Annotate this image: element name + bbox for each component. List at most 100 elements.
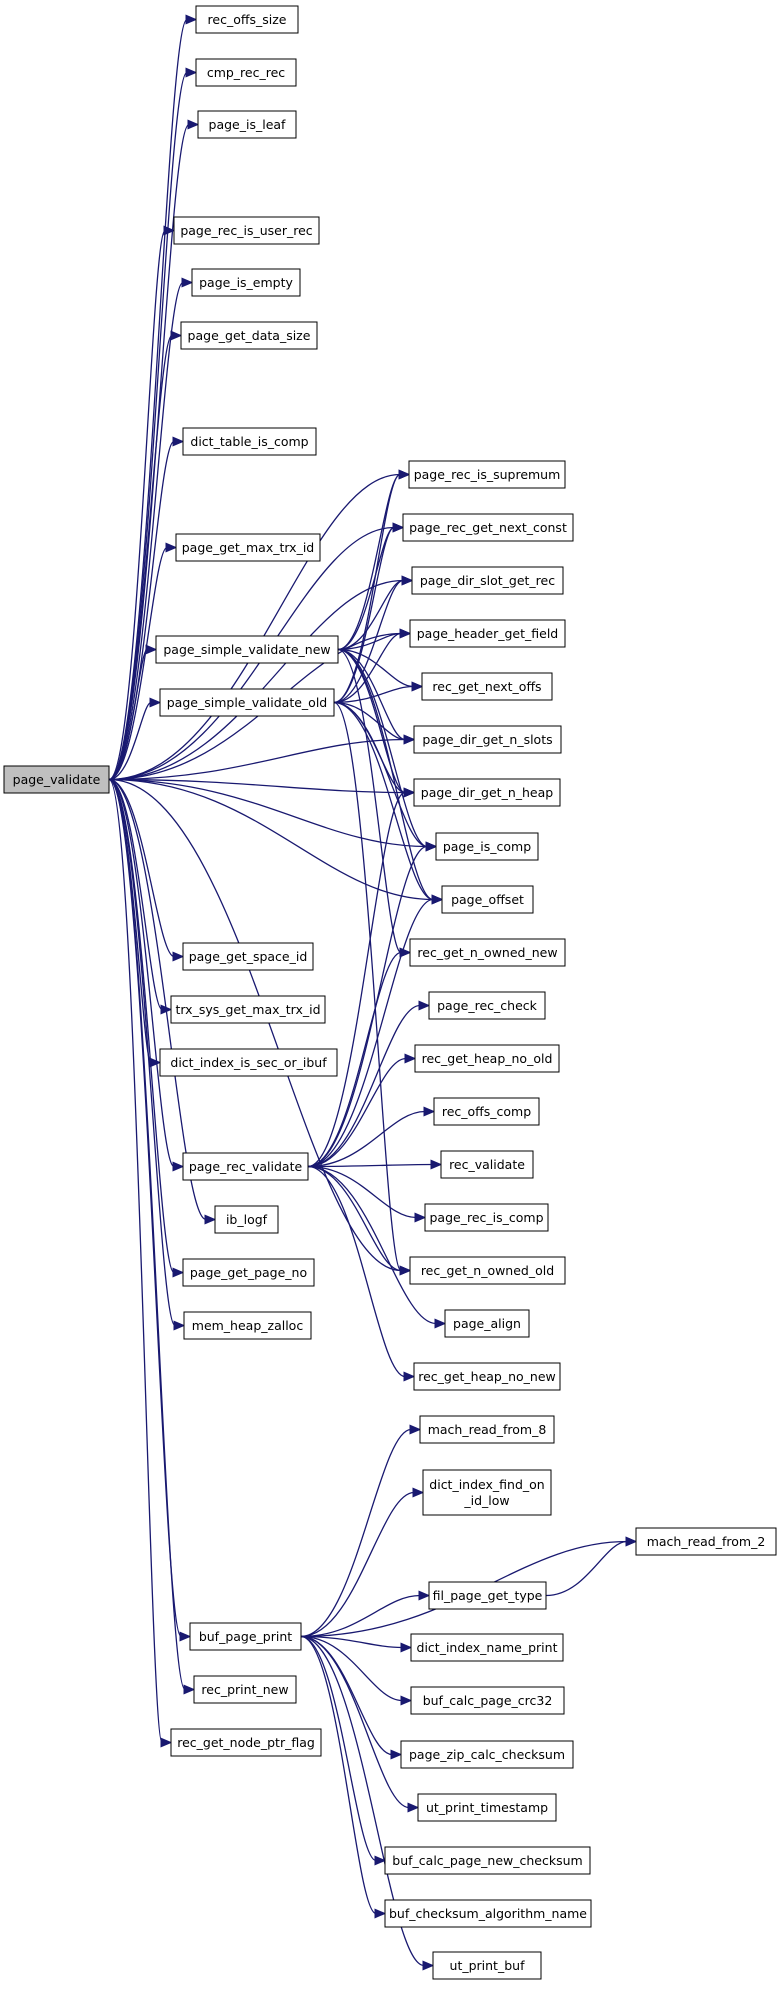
edge-page_simple_validate_old-to-rec_get_n_owned_old bbox=[333, 701, 402, 1272]
node-page_simple_validate_old[interactable]: page_simple_validate_old bbox=[159, 688, 335, 717]
node-label: page_get_data_size bbox=[188, 328, 311, 343]
node-page_validate[interactable]: page_validate bbox=[3, 765, 110, 794]
arrowhead-rec_get_next_offs bbox=[411, 681, 424, 692]
node-box bbox=[422, 1469, 552, 1516]
edge-page_simple_validate_new-to-page_dir_slot_get_rec bbox=[337, 579, 404, 651]
node-page_get_max_trx_id[interactable]: page_get_max_trx_id bbox=[175, 533, 321, 562]
node-page_rec_is_comp[interactable]: page_rec_is_comp bbox=[424, 1203, 549, 1232]
arrowhead-page_rec_validate bbox=[172, 1161, 185, 1172]
node-page_dir_get_n_slots[interactable]: page_dir_get_n_slots bbox=[413, 725, 562, 754]
node-page_header_get_field[interactable]: page_header_get_field bbox=[409, 619, 566, 648]
arrowhead-buf_calc_page_new_checksum bbox=[374, 1855, 387, 1866]
node-box bbox=[433, 1097, 540, 1126]
node-label: page_dir_slot_get_rec bbox=[420, 573, 555, 588]
arrowhead-page_is_leaf bbox=[187, 119, 200, 130]
node-label: dict_index_is_sec_or_ibuf bbox=[170, 1055, 327, 1070]
node-rec_print_new[interactable]: rec_print_new bbox=[193, 1675, 297, 1704]
node-trx_sys_get_max_trx_id[interactable]: trx_sys_get_max_trx_id bbox=[170, 995, 326, 1024]
node-fil_page_get_type[interactable]: fil_page_get_type bbox=[428, 1581, 547, 1610]
edge-page_rec_validate-to-page_dir_get_n_heap bbox=[307, 791, 406, 1168]
arrowhead-page_dir_get_n_slots bbox=[403, 734, 416, 745]
node-page_is_comp[interactable]: page_is_comp bbox=[435, 832, 539, 861]
node-label: page_get_page_no bbox=[190, 1265, 307, 1280]
node-dict_table_is_comp[interactable]: dict_table_is_comp bbox=[182, 427, 317, 456]
node-buf_page_print[interactable]: buf_page_print bbox=[189, 1622, 302, 1651]
node-box bbox=[441, 885, 534, 914]
edge-page_rec_validate-to-page_align bbox=[307, 1165, 437, 1325]
arrowhead-rec_get_n_owned_old bbox=[399, 1265, 412, 1276]
node-page_get_space_id[interactable]: page_get_space_id bbox=[182, 942, 314, 971]
edge-buf_page_print-to-dict_index_name_print bbox=[300, 1635, 403, 1649]
node-box bbox=[182, 427, 317, 456]
node-label: page_rec_is_supremum bbox=[414, 467, 561, 482]
node-page_is_empty[interactable]: page_is_empty bbox=[191, 268, 301, 297]
node-label: buf_calc_page_crc32 bbox=[423, 1693, 553, 1708]
node-page_rec_is_user_rec[interactable]: page_rec_is_user_rec bbox=[173, 216, 320, 245]
node-box bbox=[197, 110, 297, 139]
node-box bbox=[214, 1205, 279, 1234]
node-label: rec_get_heap_no_new bbox=[418, 1369, 556, 1384]
node-page_get_page_no[interactable]: page_get_page_no bbox=[182, 1258, 315, 1287]
edge-page_validate-to-page_get_space_id bbox=[108, 778, 175, 958]
node-box bbox=[414, 1044, 560, 1073]
node-page_rec_validate[interactable]: page_rec_validate bbox=[182, 1152, 309, 1181]
node-page_dir_slot_get_rec[interactable]: page_dir_slot_get_rec bbox=[411, 566, 564, 595]
node-buf_calc_page_new_checksum[interactable]: buf_calc_page_new_checksum bbox=[384, 1846, 591, 1875]
node-label: page_rec_validate bbox=[189, 1159, 303, 1174]
node-ut_print_buf[interactable]: ut_print_buf bbox=[432, 1951, 542, 1980]
arrowhead-rec_get_heap_no_old bbox=[404, 1053, 417, 1064]
edge-page_simple_validate_new-to-rec_get_n_owned_new bbox=[337, 648, 402, 954]
node-box bbox=[413, 778, 561, 807]
node-box bbox=[424, 1203, 549, 1232]
node-mach_read_from_2[interactable]: mach_read_from_2 bbox=[635, 1527, 777, 1556]
node-label: rec_validate bbox=[449, 1157, 525, 1172]
node-dict_index_find_on_id_low[interactable]: dict_index_find_on_id_low bbox=[422, 1469, 552, 1516]
node-page_rec_get_next_const[interactable]: page_rec_get_next_const bbox=[402, 513, 574, 542]
node-box bbox=[435, 832, 539, 861]
node-cmp_rec_rec[interactable]: cmp_rec_rec bbox=[195, 58, 297, 87]
node-rec_validate[interactable]: rec_validate bbox=[440, 1150, 534, 1179]
node-mach_read_from_8[interactable]: mach_read_from_8 bbox=[419, 1415, 555, 1444]
node-label: mach_read_from_8 bbox=[428, 1422, 547, 1437]
node-page_align[interactable]: page_align bbox=[444, 1309, 530, 1338]
node-page_offset[interactable]: page_offset bbox=[441, 885, 534, 914]
node-label: buf_calc_page_new_checksum bbox=[392, 1853, 582, 1868]
node-ib_logf[interactable]: ib_logf bbox=[214, 1205, 279, 1234]
arrowhead-buf_checksum_algorithm_name bbox=[374, 1908, 387, 1919]
node-ut_print_timestamp[interactable]: ut_print_timestamp bbox=[417, 1793, 557, 1822]
arrowhead-rec_validate bbox=[430, 1159, 443, 1170]
node-rec_get_heap_no_new[interactable]: rec_get_heap_no_new bbox=[413, 1362, 561, 1391]
node-page_get_data_size[interactable]: page_get_data_size bbox=[180, 321, 318, 350]
node-rec_get_heap_no_old[interactable]: rec_get_heap_no_old bbox=[414, 1044, 560, 1073]
edge-page_validate-to-page_rec_validate bbox=[108, 778, 175, 1168]
node-dict_index_is_sec_or_ibuf[interactable]: dict_index_is_sec_or_ibuf bbox=[159, 1048, 338, 1077]
edge-page_rec_validate-to-page_rec_check bbox=[307, 1004, 421, 1168]
node-box bbox=[428, 991, 546, 1020]
node-page_zip_calc_checksum[interactable]: page_zip_calc_checksum bbox=[400, 1740, 574, 1769]
node-rec_offs_size[interactable]: rec_offs_size bbox=[195, 5, 299, 34]
edge-page_validate-to-rec_print_new bbox=[108, 778, 186, 1691]
edge-page_validate-to-page_dir_get_n_slots bbox=[108, 738, 406, 781]
node-box bbox=[410, 1686, 565, 1715]
node-page_rec_is_supremum[interactable]: page_rec_is_supremum bbox=[408, 460, 566, 489]
node-rec_offs_comp[interactable]: rec_offs_comp bbox=[433, 1097, 540, 1126]
edge-fil_page_get_type-to-mach_read_from_2 bbox=[545, 1540, 628, 1597]
node-buf_checksum_algorithm_name[interactable]: buf_checksum_algorithm_name bbox=[384, 1899, 592, 1928]
node-box bbox=[173, 216, 320, 245]
node-page_simple_validate_new[interactable]: page_simple_validate_new bbox=[155, 635, 339, 664]
node-page_is_leaf[interactable]: page_is_leaf bbox=[197, 110, 297, 139]
edge-page_validate-to-page_dir_get_n_heap bbox=[108, 778, 406, 794]
edge-page_validate-to-page_rec_is_supremum bbox=[108, 473, 401, 781]
node-page_rec_check[interactable]: page_rec_check bbox=[428, 991, 546, 1020]
node-mem_heap_zalloc[interactable]: mem_heap_zalloc bbox=[183, 1311, 312, 1340]
node-dict_index_name_print[interactable]: dict_index_name_print bbox=[410, 1633, 564, 1662]
node-rec_get_node_ptr_flag[interactable]: rec_get_node_ptr_flag bbox=[170, 1728, 322, 1757]
node-buf_calc_page_crc32[interactable]: buf_calc_page_crc32 bbox=[410, 1686, 565, 1715]
node-rec_get_next_offs[interactable]: rec_get_next_offs bbox=[421, 672, 553, 701]
edge-page_validate-to-page_get_data_size bbox=[108, 334, 173, 781]
node-box bbox=[444, 1309, 530, 1338]
edge-page_validate-to-page_is_empty bbox=[108, 281, 184, 781]
node-page_dir_get_n_heap[interactable]: page_dir_get_n_heap bbox=[413, 778, 561, 807]
node-rec_get_n_owned_new[interactable]: rec_get_n_owned_new bbox=[409, 938, 566, 967]
node-rec_get_n_owned_old[interactable]: rec_get_n_owned_old bbox=[409, 1256, 566, 1285]
